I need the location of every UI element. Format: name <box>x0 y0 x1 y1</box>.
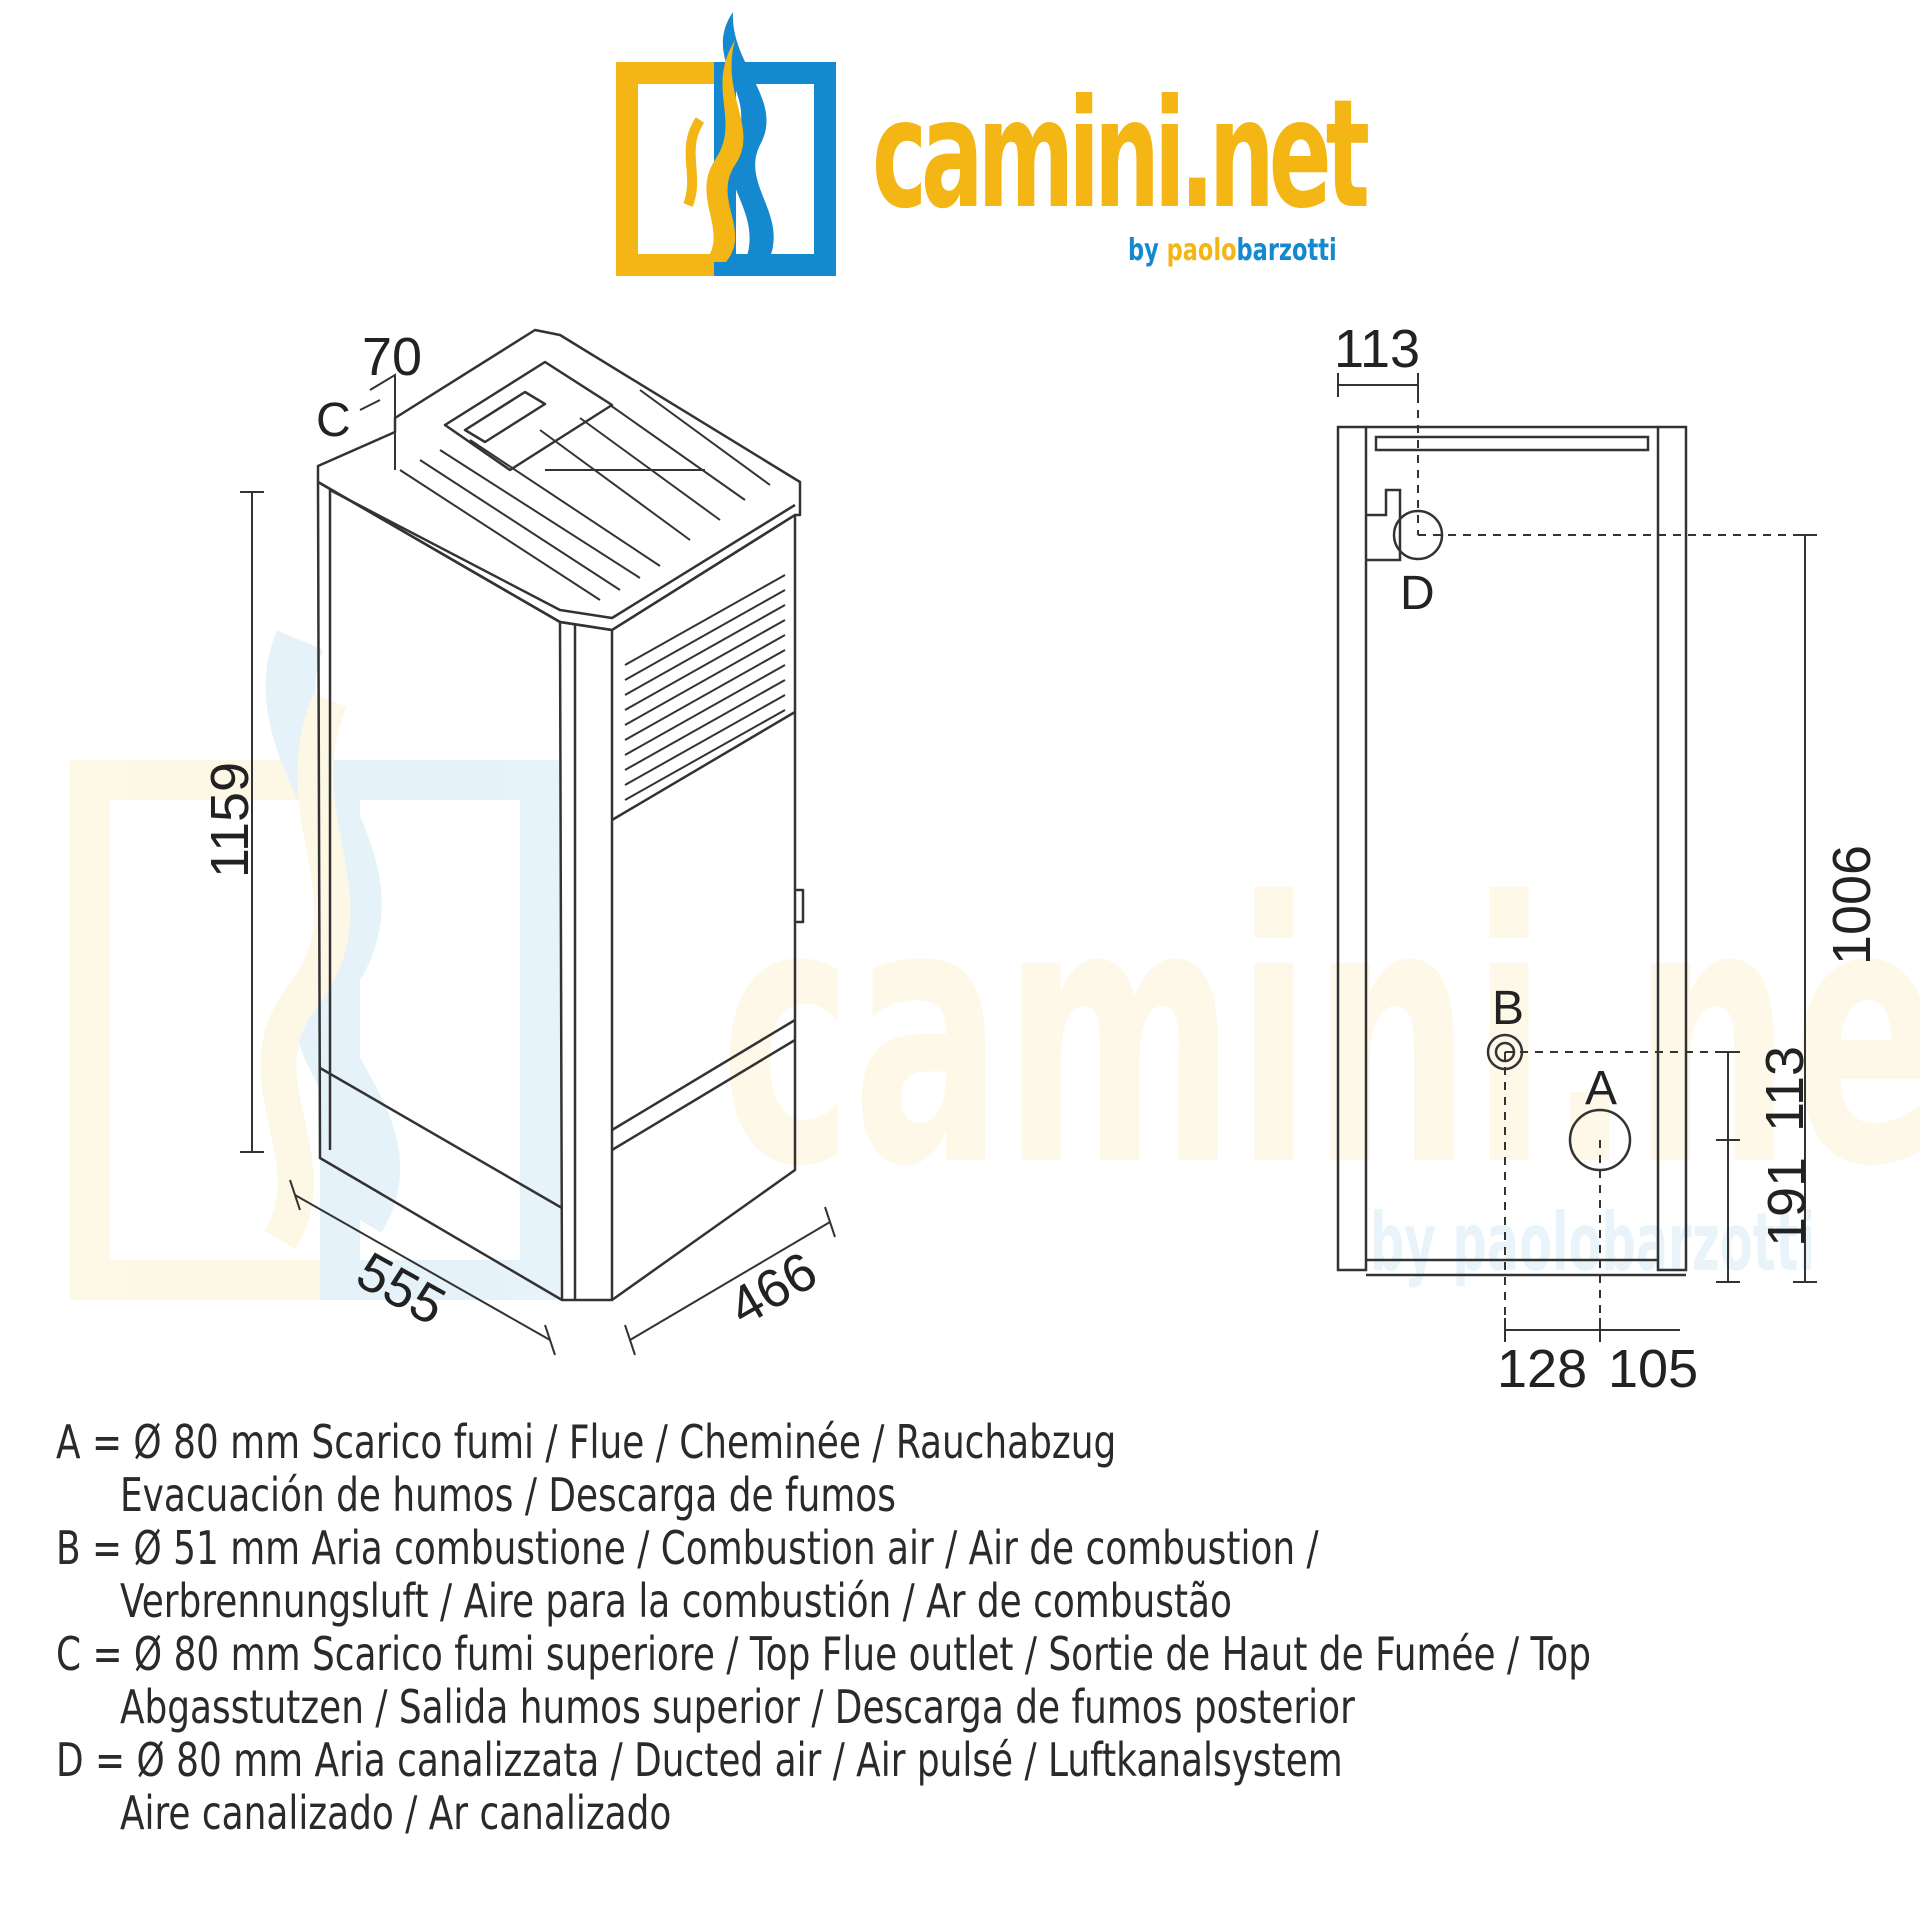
watermark-logo-mark <box>70 630 560 1300</box>
rear-bottom-edge <box>1366 1258 1686 1277</box>
right-dimension-lines <box>1337 373 1817 1342</box>
rear-top-inner <box>1374 435 1650 452</box>
stove-side-handle <box>795 888 805 924</box>
stove-front-bottom-band <box>319 1066 563 1210</box>
stove-control-display <box>463 390 547 444</box>
logo-tagline-mid: paolo <box>1166 233 1237 268</box>
stove-side-seam-2 <box>611 1018 796 1132</box>
dim-rear-top-offset: 113 <box>1334 319 1421 379</box>
rear-outline-right <box>1656 425 1688 1272</box>
dim-d-height-value: 1006 <box>1822 844 1883 966</box>
flame-yellow-icon <box>705 40 744 262</box>
stove-perspective-view <box>316 328 805 1302</box>
stove-control-panel <box>443 360 614 472</box>
label-c: C <box>316 394 351 447</box>
watermark-brand-text: camini.net <box>720 826 1920 1245</box>
label-b: B <box>1492 982 1525 1035</box>
dim-width-line <box>294 1194 551 1341</box>
dim-a-height-value: 191 <box>1757 1156 1818 1248</box>
dim-top-outlet-value: 70 <box>362 327 423 387</box>
stove-side-seam-3 <box>611 1038 796 1152</box>
legend-line-a-cont: Evacuación de humos / Descarga de fumos <box>119 1468 896 1522</box>
dim-top-outlet-line <box>369 373 396 470</box>
legend-line-c: C = Ø 80 mm Scarico fumi superiore / Top… <box>56 1627 1592 1681</box>
stove-front-panel <box>316 480 564 1302</box>
logo-tagline-suffix: barzotti <box>1236 233 1337 268</box>
flame-lick-icon <box>683 117 705 207</box>
dim-depth-line <box>629 1221 831 1341</box>
logo-brand: camini.net <box>872 68 1370 242</box>
dim-b-from-left-value: 128 <box>1497 1339 1588 1399</box>
label-d: D <box>1400 567 1435 620</box>
outlet-d-circle <box>1392 509 1444 561</box>
legend: A = Ø 80 mm Scarico fumi / Flue / Chemin… <box>56 1416 1876 1840</box>
dim-b-offset-value: 113 <box>1755 1045 1816 1133</box>
legend-line-b: B = Ø 51 mm Aria combustione / Combustio… <box>56 1521 1319 1575</box>
legend-line-d-cont: Aire canalizado / Ar canalizado <box>119 1786 672 1840</box>
stove-corner-post <box>559 620 614 1302</box>
label-a: A <box>1585 1062 1618 1115</box>
rear-d-housing <box>1366 488 1402 562</box>
stove-top-grille <box>399 389 771 601</box>
legend-line-d: D = Ø 80 mm Aria canalizzata / Ducted ai… <box>56 1733 1343 1787</box>
legend-line-a: A = Ø 80 mm Scarico fumi / Flue / Chemin… <box>56 1415 1117 1469</box>
dim-height-value: 1159 <box>200 761 261 879</box>
stove-side-seam-1 <box>611 710 796 822</box>
dim-a-from-b-value: 105 <box>1608 1339 1699 1399</box>
legend-line-b-cont: Verbrennungsluft / Aire para la combusti… <box>119 1574 1232 1628</box>
stove-rear-view <box>1336 425 1688 1277</box>
legend-line-c-cont: Abgasstutzen / Salida humos superior / D… <box>119 1680 1355 1734</box>
rear-outline <box>1336 425 1368 1272</box>
flame-blue-icon <box>722 12 774 262</box>
rear-dashed-guides <box>1417 380 1800 1330</box>
stove-top-edge <box>329 488 796 620</box>
stove-top-outline <box>316 328 802 632</box>
outlet-b-inner <box>1494 1041 1516 1063</box>
stove-side-panel <box>611 513 797 1302</box>
logo-tagline: by paolobarzotti <box>1128 234 1337 268</box>
left-dimension-lines <box>240 373 836 1356</box>
stove-side-louvres <box>624 574 786 801</box>
logo-tagline-prefix: by <box>1128 233 1167 268</box>
